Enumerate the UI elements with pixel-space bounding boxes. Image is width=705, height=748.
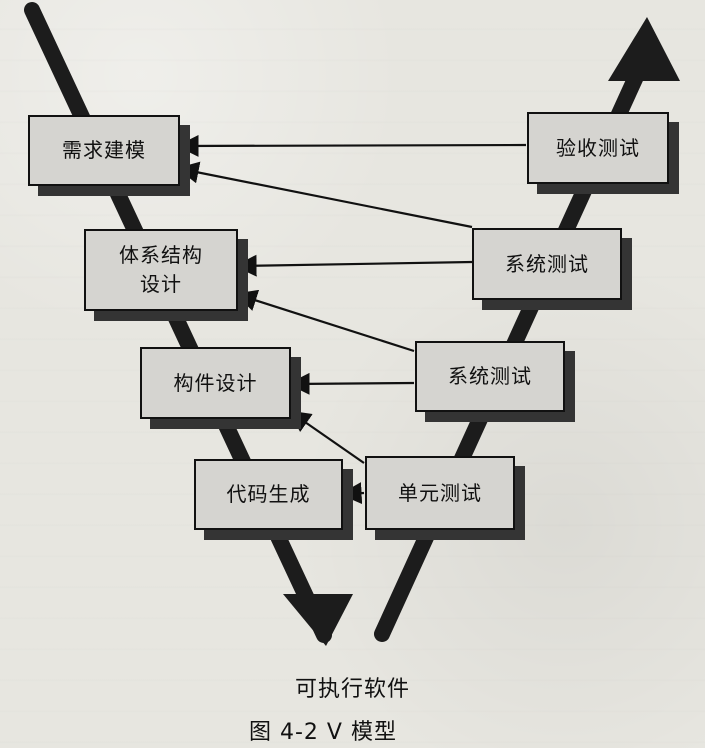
code-generation-box: 代码生成 [194, 459, 343, 530]
unit-test-to-code-arrow [339, 482, 365, 505]
integration-test-to-component-arrow [287, 372, 415, 395]
left-v-shaft [24, 2, 332, 643]
component-design-box: 构件设计 [140, 347, 291, 419]
system-test-box-lower: 系统测试 [415, 341, 565, 412]
bottom-arrowhead [283, 594, 353, 646]
system-test-to-architecture-arrow [234, 254, 473, 277]
figure-caption: 图 4-2 V 模型 [249, 720, 397, 745]
top-arrowhead [608, 17, 680, 81]
system-test-box-upper: 系统测试 [472, 228, 622, 300]
integration-test-to-architecture-arrow [234, 289, 415, 353]
unit-test-box: 单元测试 [365, 456, 515, 530]
system-test-to-requirements-arrow [176, 161, 473, 229]
executable-software-label: 可执行软件 [295, 677, 411, 702]
architecture-design-box: 体系结构 设计 [84, 229, 238, 311]
requirements-modeling-box: 需求建模 [28, 115, 180, 186]
acceptance-to-requirements-arrow [176, 134, 527, 157]
unit-test-to-component-arrow [288, 410, 365, 464]
acceptance-test-box: 验收测试 [527, 112, 669, 184]
